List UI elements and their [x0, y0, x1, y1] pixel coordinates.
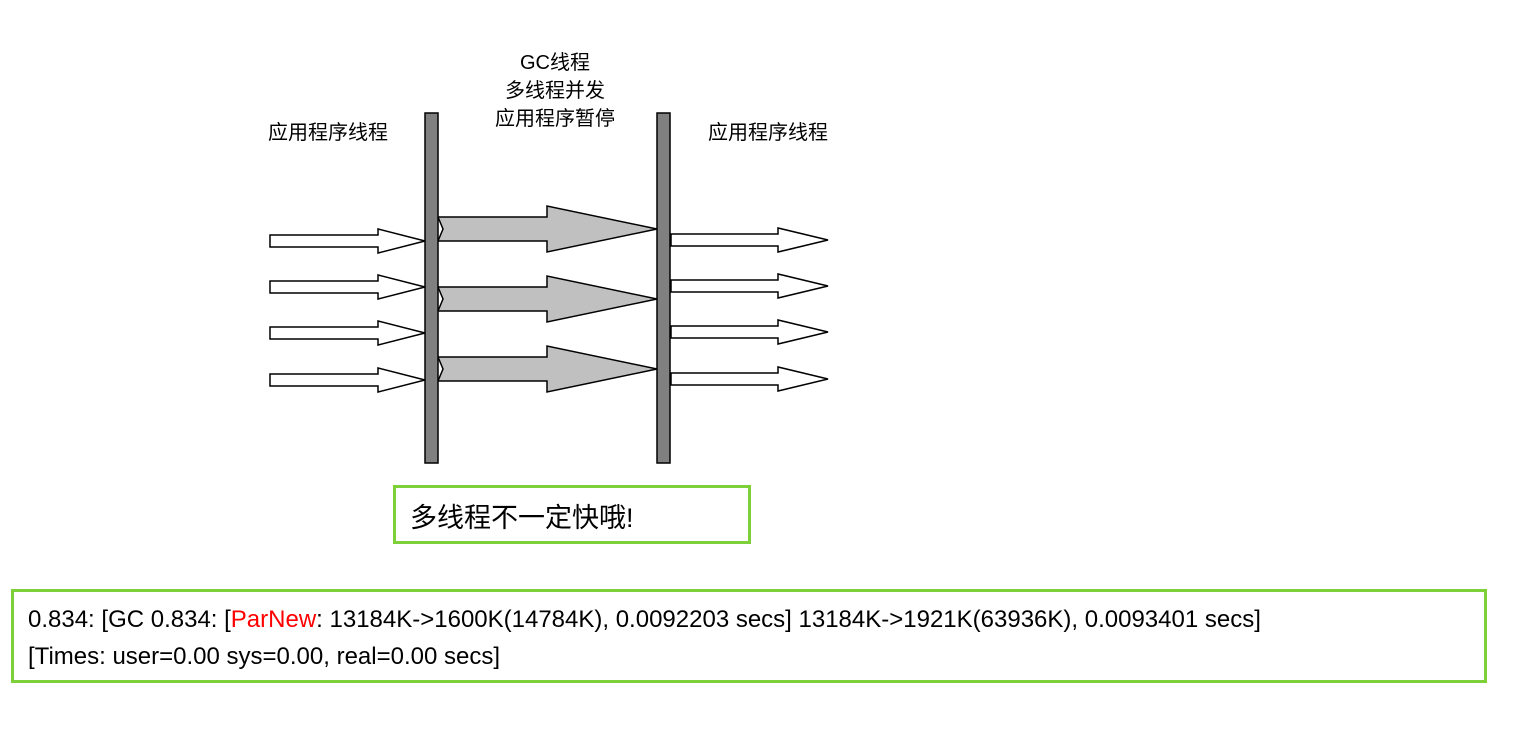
app-thread-arrow: [670, 319, 829, 345]
log-prefix: 0.834: [GC 0.834: [: [28, 606, 231, 633]
app-thread-arrow: [670, 273, 829, 299]
gc-log-box: 0.834: [GC 0.834: [ParNew: 13184K->1600K…: [11, 589, 1487, 683]
gc-thread-arrow: [436, 345, 658, 393]
note-text: 多线程不一定快哦!: [410, 503, 634, 533]
app-thread-arrow: [670, 227, 829, 253]
right-label: 应用程序线程: [708, 122, 828, 144]
gc-label-1: GC线程: [520, 52, 590, 74]
safepoint-bar-start: [424, 112, 439, 464]
gc-label-3: 应用程序暂停: [495, 108, 615, 130]
app-thread-arrows-in: [269, 228, 426, 393]
safepoint-bar-end: [656, 112, 671, 464]
app-thread-arrow: [269, 228, 426, 254]
gc-label-2: 多线程并发: [505, 80, 605, 102]
app-thread-arrow: [269, 367, 426, 393]
gc-thread-arrow: [436, 205, 658, 253]
app-thread-arrows-out: [670, 227, 829, 392]
app-thread-arrow: [670, 366, 829, 392]
note-box: 多线程不一定快哦!: [393, 485, 751, 544]
app-thread-arrow: [269, 320, 426, 346]
gc-thread-arrow: [436, 275, 658, 323]
app-thread-arrow: [269, 274, 426, 300]
gc-thread-arrows: [436, 205, 658, 393]
log-collector: ParNew: [230, 606, 317, 633]
log-rest: : 13184K->1600K(14784K), 0.0092203 secs]…: [28, 606, 1261, 670]
left-label: 应用程序线程: [268, 122, 388, 144]
